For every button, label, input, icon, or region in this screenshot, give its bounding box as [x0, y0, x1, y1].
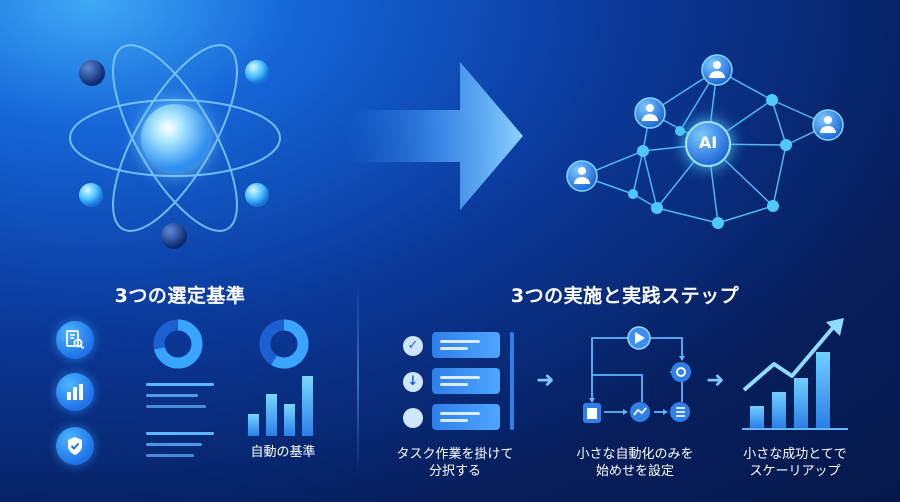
download-circle-icon: ↓ [403, 372, 423, 392]
task-row [432, 368, 500, 394]
donut-chart-icon [259, 319, 309, 369]
dot-circle-icon [403, 408, 423, 428]
ai-center-label: AI [698, 133, 718, 152]
text-lines-decoration [146, 432, 216, 457]
atom-illustration [69, 44, 281, 249]
criteria-bar-chart-icon [248, 376, 313, 436]
ai-network-illustration [566, 54, 844, 229]
user-node-icon [701, 54, 733, 86]
right-section-title: 3つの実施と実践ステップ [510, 285, 740, 307]
atom-core [141, 104, 209, 172]
section-divider [357, 283, 359, 473]
step-3-caption: 小さな成功とてで スケーリアップ [743, 447, 847, 479]
check-circle-icon: ✓ [403, 336, 423, 356]
text-lines-decoration [146, 383, 216, 408]
transform-arrow-icon [345, 62, 523, 210]
shield-check-icon [56, 427, 94, 465]
step-arrow-icon: ➜ [536, 368, 555, 393]
task-row [432, 332, 500, 358]
step-arrow-icon: ➜ [706, 368, 725, 393]
workflow-diagram-icon [583, 326, 691, 423]
document-search-icon [56, 321, 94, 359]
left-section-title: 3つの選定基準 [114, 285, 246, 307]
scrollbar-decoration [510, 332, 514, 430]
criteria-caption: 自動の基準 [250, 445, 316, 460]
step-2-caption: 小さな自動化のみを 始めせを設定 [576, 447, 694, 479]
growth-chart-icon [742, 318, 848, 430]
bar-chart-icon [56, 373, 94, 411]
step-1-caption: タスク作業を掛けて 分択する [396, 447, 514, 479]
donut-chart-icon [153, 319, 203, 369]
task-row [432, 404, 500, 430]
